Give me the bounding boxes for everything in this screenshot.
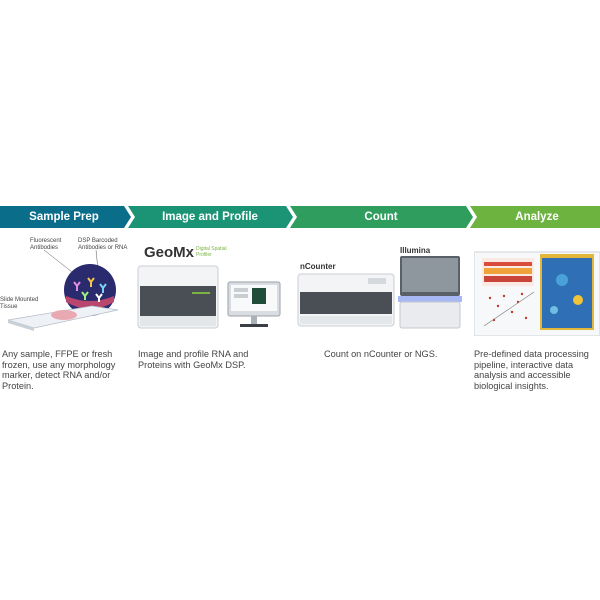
count-illustration: nCounter Illumina <box>294 236 470 336</box>
step-count-label: Count <box>364 211 398 223</box>
count-caption: Count on nCounter or NGS. <box>324 349 438 359</box>
count-instruments-icon <box>297 256 462 329</box>
fluorescent-antibodies-label: Fluorescent Antibodies <box>30 238 62 251</box>
geomx-brand: GeoMx <box>144 244 195 261</box>
step-sample-prep-arrow <box>0 206 131 228</box>
analyze-caption: Pre-defined data processing pipeline, in… <box>474 349 589 391</box>
dsp-barcoded-label: DSP Barcoded Antibodies or RNA <box>78 238 128 251</box>
step-count-arrow <box>290 206 473 228</box>
step-bar <box>0 206 600 228</box>
step-image-profile-label: Image and Profile <box>162 211 258 223</box>
step-sample-prep-label: Sample Prep <box>29 211 99 223</box>
step-image-profile-arrow <box>128 206 293 228</box>
tissue-slide-icon <box>7 249 119 331</box>
image-profile-caption: Image and profile RNA and Proteins with … <box>138 349 249 370</box>
step-analyze-label: Analyze <box>515 211 559 223</box>
sample-prep-illustration: Fluorescent Antibodies DSP Barcoded Anti… <box>0 236 130 336</box>
ncounter-brand: nCounter <box>300 262 336 271</box>
slide-mounted-tissue-label: Slide Mounted Tissue <box>0 297 39 310</box>
analyze-illustration <box>474 236 600 336</box>
geomx-instrument-icon <box>137 265 281 329</box>
step-analyze-arrow <box>470 206 600 228</box>
illumina-brand: Illumina <box>400 246 431 255</box>
geomx-subtitle: Digital Spatial Profiler <box>196 246 227 258</box>
sample-prep-caption: Any sample, FFPE or fresh frozen, use an… <box>2 349 116 391</box>
data-dashboard-icon <box>474 251 600 336</box>
geomx-illustration: GeoMx Digital Spatial Profiler <box>132 236 292 336</box>
